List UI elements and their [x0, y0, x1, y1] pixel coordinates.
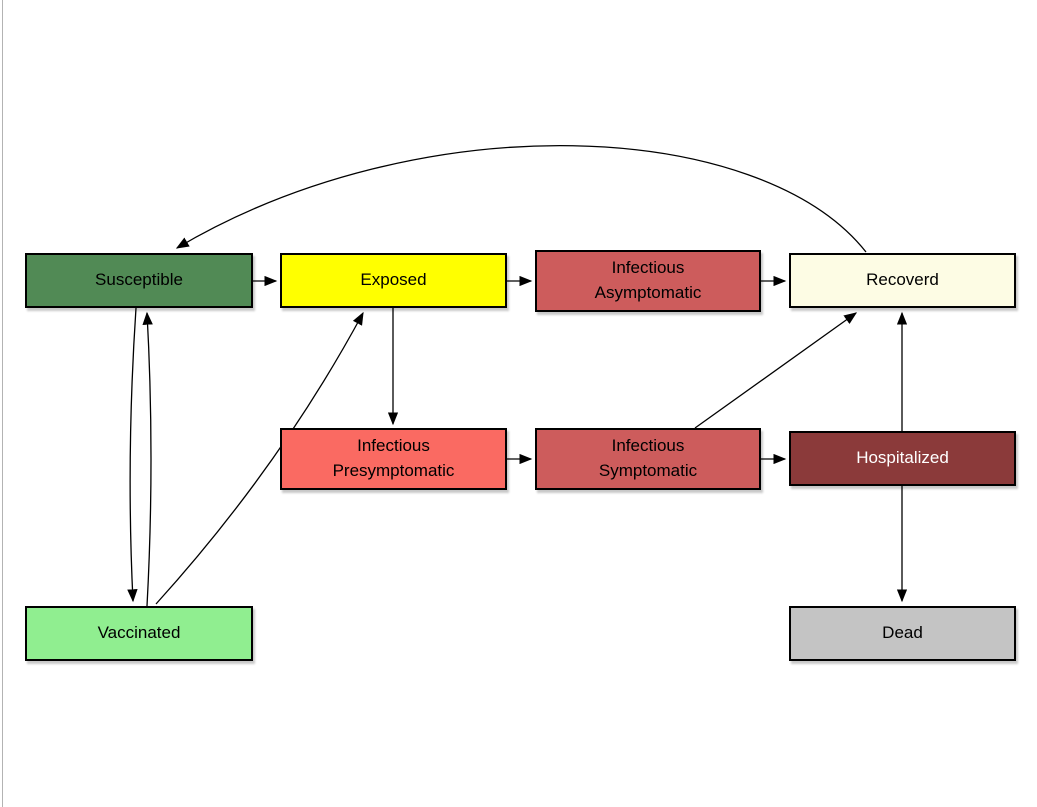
node-vaccinated: Vaccinated	[25, 606, 253, 661]
node-label: Dead	[882, 623, 923, 643]
node-dead: Dead	[789, 606, 1016, 661]
node-label: Vaccinated	[97, 623, 181, 643]
node-label: Exposed	[360, 270, 427, 290]
node-label: Hospitalized	[856, 448, 949, 468]
node-recovered: Recoverd	[789, 253, 1016, 308]
node-susceptible: Susceptible	[25, 253, 253, 308]
node-label: Infectious Asymptomatic	[594, 258, 702, 302]
node-label: Infectious Presymptomatic	[332, 436, 455, 480]
node-label: Infectious Symptomatic	[598, 436, 698, 480]
edge-susceptible-to-vaccinated	[127, 307, 138, 603]
edge-vaccinated-to-susceptible	[142, 311, 153, 607]
node-infectious-presymptomatic: Infectious Presymptomatic	[280, 428, 507, 490]
node-exposed: Exposed	[280, 253, 507, 308]
edge-recovered-to-susceptible	[175, 144, 867, 253]
edge-infectious-symptomatic-to-recovered	[694, 312, 858, 429]
node-infectious-asymptomatic: Infectious Asymptomatic	[535, 250, 761, 312]
node-hospitalized: Hospitalized	[789, 431, 1016, 486]
node-label: Susceptible	[95, 270, 183, 290]
window-left-edge	[2, 0, 3, 807]
node-label: Recoverd	[866, 270, 939, 290]
node-infectious-symptomatic: Infectious Symptomatic	[535, 428, 761, 490]
